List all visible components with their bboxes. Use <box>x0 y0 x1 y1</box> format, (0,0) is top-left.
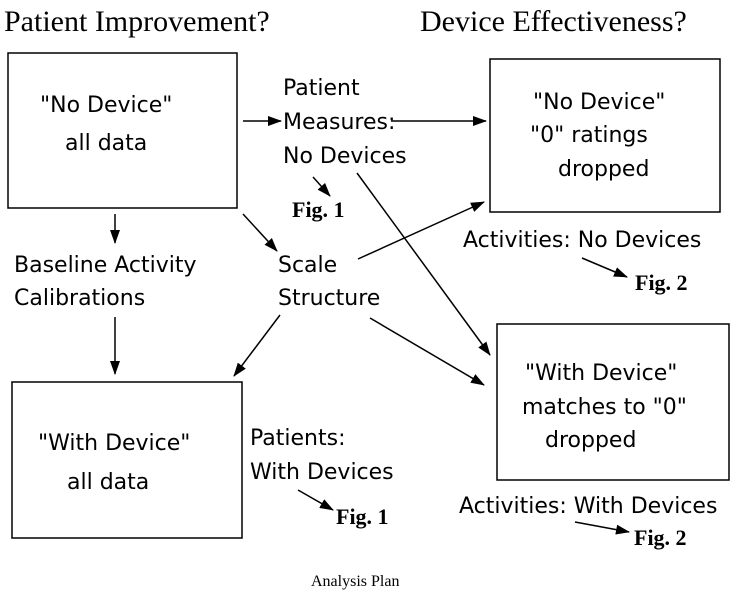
arrow-scale-to-no-device-dropped <box>357 201 485 260</box>
label-patient-measures: Patient Measures: No Devices <box>283 76 407 169</box>
label-baseline-activity-line2: Calibrations <box>14 286 145 311</box>
fig-2-top-label: Fig. 2 <box>635 270 688 295</box>
label-scale-structure-line2: Structure <box>278 286 380 311</box>
diagram-caption: Analysis Plan <box>311 573 399 590</box>
box-with-device-matches-dropped-line1: "With Device" <box>525 361 677 386</box>
heading-device-effectiveness: Device Effectiveness? <box>420 5 687 38</box>
box-no-device-all-data: "No Device" all data <box>7 52 238 209</box>
label-patients-with-devices-line2: With Devices <box>250 460 394 485</box>
label-scale-structure: Scale Structure <box>278 253 380 311</box>
arrow-patient-measures-to-with-device-dropped <box>356 172 491 356</box>
box-no-device-ratings-dropped: "No Device" "0" ratings dropped <box>489 58 721 213</box>
box-with-device-matches-dropped: "With Device" matches to "0" dropped <box>496 323 730 481</box>
label-patient-measures-line3: No Devices <box>283 144 407 169</box>
fig-1-top-label: Fig. 1 <box>292 197 345 222</box>
arrow-box-to-scale-structure <box>242 213 278 252</box>
fig-2-bottom-label: Fig. 2 <box>634 525 687 550</box>
fig-1-bottom-label: Fig. 1 <box>336 504 389 529</box>
box-with-device-all-data-line1: "With Device" <box>38 431 190 456</box>
arrow-activities-no-to-fig2 <box>581 257 628 278</box>
box-no-device-all-data-line2: all data <box>65 131 147 156</box>
box-with-device-all-data: "With Device" all data <box>11 381 243 539</box>
label-baseline-activity: Baseline Activity Calibrations <box>14 253 197 311</box>
label-patients-with-devices: Patients: With Devices <box>250 426 394 485</box>
label-patient-measures-line2: Measures: <box>283 110 395 135</box>
box-no-device-ratings-dropped-line2: "0" ratings <box>530 123 648 148</box>
label-activities-with-devices: Activities: With Devices <box>459 494 717 519</box>
arrow-activities-with-to-fig2 <box>574 521 630 535</box>
label-baseline-activity-line1: Baseline Activity <box>14 253 197 278</box>
label-patient-measures-line1: Patient <box>283 76 360 101</box>
arrow-patient-measures-to-fig1 <box>312 176 331 197</box>
arrow-scale-to-with-device-box <box>233 314 281 377</box>
box-with-device-matches-dropped-line2: matches to "0" <box>522 395 687 420</box>
box-no-device-all-data-line1: "No Device" <box>40 93 172 118</box>
box-with-device-all-data-line2: all data <box>67 470 149 495</box>
box-with-device-matches-dropped-line3: dropped <box>545 428 636 453</box>
heading-patient-improvement: Patient Improvement? <box>4 5 270 38</box>
label-scale-structure-line1: Scale <box>278 253 337 278</box>
label-activities-no-devices: Activities: No Devices <box>463 228 701 253</box>
label-patients-with-devices-line1: Patients: <box>250 426 345 451</box>
arrow-scale-to-with-device-dropped <box>369 317 485 386</box>
box-no-device-ratings-dropped-line1: "No Device" <box>533 90 665 115</box>
box-no-device-ratings-dropped-line3: dropped <box>558 157 649 182</box>
arrow-patients-with-to-fig1 <box>297 489 334 511</box>
